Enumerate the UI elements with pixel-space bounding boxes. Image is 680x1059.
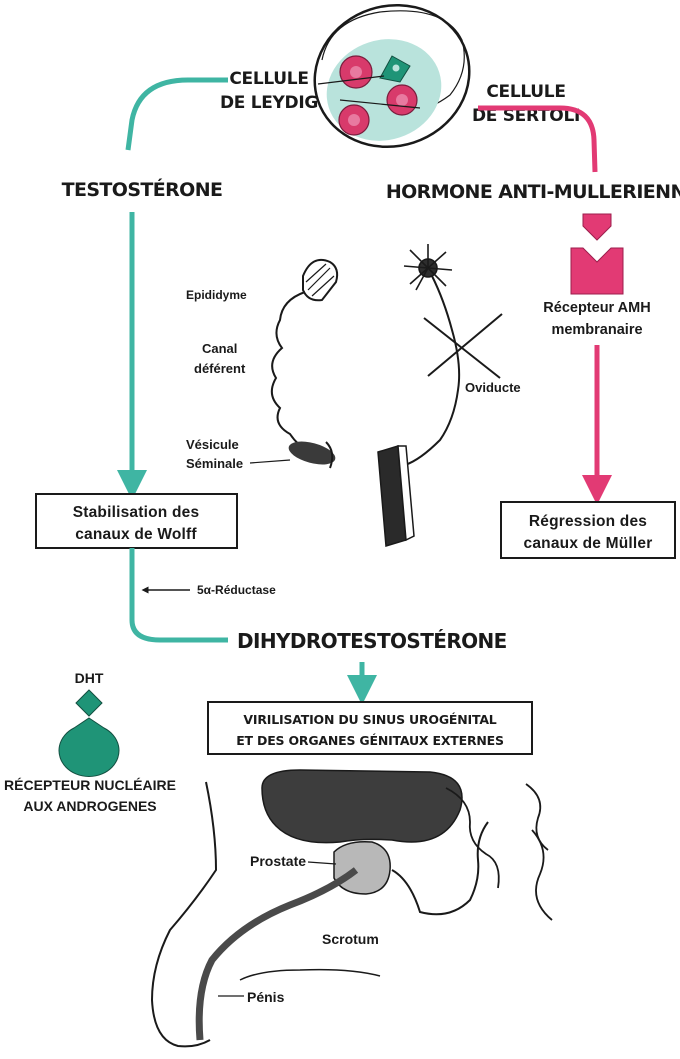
virilisation-box-line-2: ET DES ORGANES GÉNITAUX EXTERNES — [236, 733, 504, 748]
androgen-receptor-label-line-2: AUX ANDROGENES — [23, 798, 156, 814]
vesicule-label-line-2: Séminale — [186, 456, 243, 471]
amh-membrane-receptor-icon — [571, 214, 623, 294]
muller-box-line-1: Régression des — [529, 513, 647, 530]
testis-cross-section — [296, 0, 488, 167]
dht-tag-label: DHT — [75, 670, 104, 686]
amh-receptor-label-line-2: membranaire — [551, 322, 642, 338]
male-genitalia-anatomy — [152, 770, 552, 1046]
sertoli-label-line-1: CELLULE — [486, 82, 565, 102]
virilisation-box-line-1: VIRILISATION DU SINUS UROGÉNITAL — [243, 712, 496, 727]
leydig-label-line-1: CELLULE — [229, 69, 308, 89]
testosterone-pathway-arrow — [128, 80, 228, 150]
canal-deferent-label-line-1: Canal — [202, 341, 237, 356]
epididyme-label: Epididyme — [186, 288, 247, 302]
seminiferous-tubule — [339, 105, 369, 135]
reductase-label: 5α-Réductase — [197, 583, 276, 597]
amh-label: HORMONE ANTI-MULLERIENNE — [386, 181, 680, 203]
seminiferous-tubule — [387, 85, 417, 115]
amh-receptor-label-line-1: Récepteur AMH — [543, 300, 650, 316]
leydig-label-line-2: DE LEYDIG — [220, 93, 318, 113]
bladder — [262, 770, 462, 843]
mullerian-duct-drawing — [378, 244, 502, 546]
scrotum-label: Scrotum — [322, 931, 379, 947]
urethra — [199, 870, 356, 1040]
testosterone-label: TESTOSTÉRONE — [62, 178, 223, 201]
oviducte-label: Oviducte — [465, 380, 521, 395]
penis-label: Pénis — [247, 989, 285, 1005]
wolff-box-line-2: canaux de Wolff — [75, 526, 197, 543]
prostate — [334, 842, 390, 894]
androgen-receptor-label-line-1: RÉCEPTEUR NUCLÉAIRE — [4, 777, 176, 793]
androgen-receptor-icon — [59, 690, 119, 777]
vesicule-label-line-1: Vésicule — [186, 437, 239, 452]
wolffian-duct-drawing — [272, 260, 338, 469]
prostate-label: Prostate — [250, 853, 306, 869]
dht-label: DIHYDROTESTOSTÉRONE — [237, 629, 507, 653]
fimbria-icon — [404, 244, 452, 290]
wolff-box-line-1: Stabilisation des — [73, 504, 200, 521]
canal-deferent-label-line-2: déférent — [194, 361, 246, 376]
muller-box-line-2: canaux de Müller — [524, 535, 653, 552]
seminiferous-tubule — [340, 56, 372, 88]
